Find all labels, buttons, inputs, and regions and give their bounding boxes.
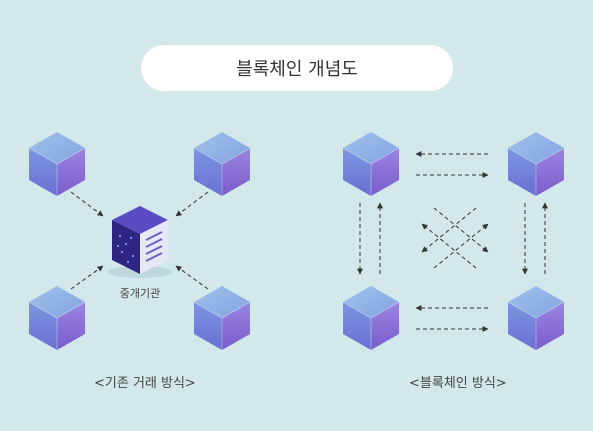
arrow-diag-a <box>433 207 489 253</box>
arrow-tl-to-server <box>70 191 104 217</box>
cube-right-bottom-left <box>342 286 400 350</box>
title-pill: 블록체인 개념도 <box>141 45 453 91</box>
server-label: 중개기관 <box>120 287 160 300</box>
server-icon <box>108 206 172 278</box>
arrow-bl-to-server <box>70 265 104 290</box>
cube-right-bottom-right <box>507 286 565 350</box>
arrow-tr-to-server <box>175 191 209 217</box>
cube-left-top-right <box>193 132 251 196</box>
cube-left-bottom-left <box>28 286 86 350</box>
arrow-diag-c <box>421 207 477 253</box>
arrow-diag-b <box>421 223 477 269</box>
cube-left-bottom-right <box>193 286 251 350</box>
right-caption: <블록체인 방식> <box>409 376 507 391</box>
diagram-title: 블록체인 개념도 <box>236 59 358 80</box>
cube-right-top-right <box>507 132 565 196</box>
cube-left-top-left <box>28 132 86 196</box>
cube-right-top-left <box>342 132 400 196</box>
left-caption: <기존 거래 방식> <box>94 376 196 391</box>
arrow-br-to-server <box>175 265 209 290</box>
arrow-diag-d <box>433 223 489 269</box>
